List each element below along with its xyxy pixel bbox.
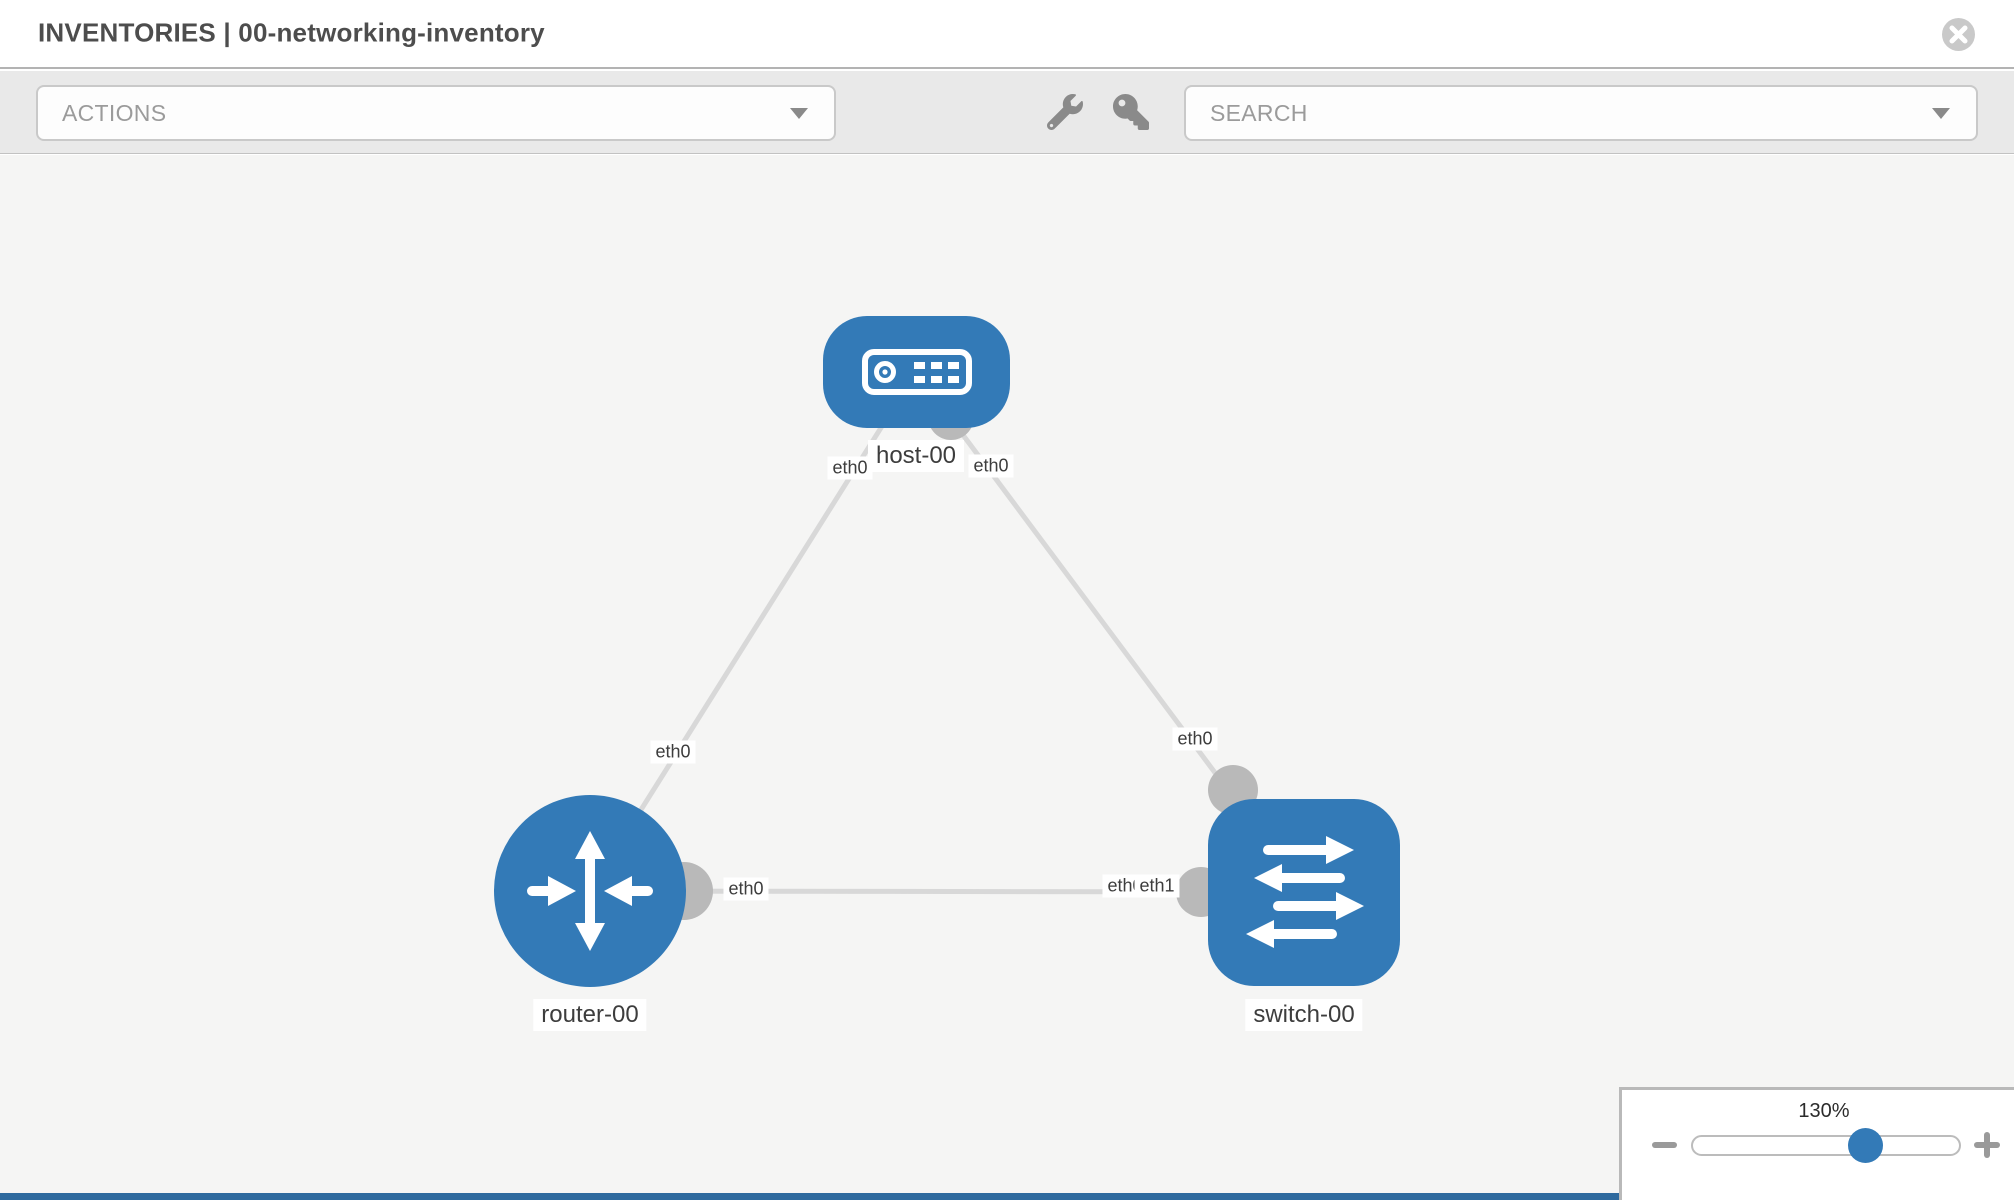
title-bar: INVENTORIES | 00-networking-inventory (0, 0, 2014, 69)
actions-dropdown-label: ACTIONS (62, 99, 167, 126)
node-label-router: router-00 (533, 999, 647, 1031)
node-label-switch: switch-00 (1245, 999, 1363, 1031)
interface-label: eth0 (827, 456, 873, 480)
topology-canvas[interactable]: eth0 eth0 eth0 eth0 eth0 eth0 eth1 host-… (0, 155, 2014, 1200)
interface-label: eth0 (968, 454, 1014, 478)
wrench-icon[interactable] (1047, 94, 1083, 130)
actions-dropdown[interactable]: ACTIONS (36, 85, 836, 141)
topology-svg (494, 316, 1400, 987)
interface-label: eth1 (1134, 874, 1180, 898)
zoom-level-value: 130% (1798, 1100, 1850, 1122)
interface-label: eth0 (1172, 727, 1218, 751)
zoom-in-button[interactable] (1974, 1132, 2000, 1158)
bottom-strip (0, 1193, 1619, 1200)
interface-label: eth0 (723, 877, 769, 901)
node-router[interactable] (494, 795, 686, 987)
router-icon (527, 831, 653, 951)
zoom-slider-handle[interactable] (1848, 1128, 1883, 1163)
zoom-slider-track[interactable] (1691, 1135, 1961, 1156)
node-switch[interactable] (1208, 799, 1400, 986)
host-icon (862, 349, 972, 395)
page-title: INVENTORIES | 00-networking-inventory (38, 16, 545, 47)
toolbar: ACTIONS SEARCH (0, 71, 2014, 154)
zoom-out-button[interactable] (1652, 1142, 1677, 1148)
close-icon (1949, 25, 1968, 44)
interface-label: eth0 (650, 740, 696, 764)
search-dropdown-label: SEARCH (1210, 99, 1308, 126)
switch-icon (1246, 836, 1364, 948)
search-dropdown[interactable]: SEARCH (1184, 85, 1978, 141)
node-label-host: host-00 (867, 440, 965, 472)
zoom-control-panel: 130% (1619, 1087, 2014, 1200)
node-host[interactable] (823, 316, 1010, 428)
chevron-down-icon (1932, 108, 1950, 119)
key-icon[interactable] (1113, 94, 1149, 130)
close-button[interactable] (1942, 18, 1975, 51)
plus-icon (1984, 1132, 1990, 1158)
chevron-down-icon (790, 108, 808, 119)
